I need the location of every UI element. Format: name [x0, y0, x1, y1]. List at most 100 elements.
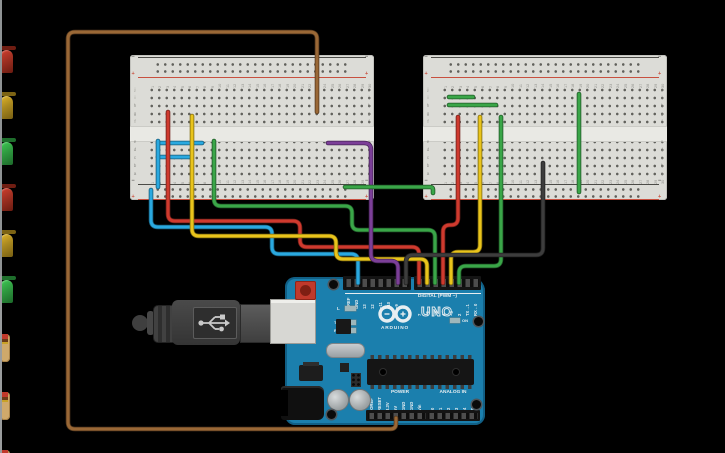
- column-number: 7: [488, 85, 493, 88]
- led-red-right[interactable]: [0, 138, 16, 211]
- led-leg: [0, 253, 2, 276]
- usb-cable-plug[interactable]: [130, 298, 280, 348]
- pin-label: GND: [409, 401, 414, 411]
- resistor-band: [0, 336, 8, 340]
- column-number: 5: [473, 85, 478, 88]
- column-number: 22: [601, 179, 605, 184]
- column-number: 1: [150, 85, 155, 88]
- breadboard-holes: [148, 86, 374, 127]
- column-number: 5: [180, 181, 185, 184]
- resistor-red-led[interactable]: [0, 276, 10, 362]
- led-leg: [0, 115, 2, 138]
- column-number: 10: [218, 179, 222, 184]
- pin-label: TX→1: [465, 304, 470, 316]
- column-number: 10: [218, 83, 222, 88]
- column-number: 27: [345, 83, 350, 88]
- column-number: 12: [233, 83, 237, 88]
- digital-caption: DIGITAL (PWM ~): [417, 294, 457, 299]
- row-letter: e: [367, 139, 371, 144]
- column-number: 19: [578, 179, 583, 184]
- led-yellow-right[interactable]: [0, 184, 16, 257]
- row-letter: d: [426, 147, 430, 152]
- usb-trident-icon: [198, 314, 230, 332]
- uno-model-text: UNO: [421, 304, 453, 320]
- column-number: 5: [473, 181, 478, 184]
- column-number: 20: [293, 179, 297, 184]
- column-number: 28: [646, 179, 650, 184]
- digital-header-right[interactable]: [414, 276, 481, 290]
- column-number: 13: [240, 179, 245, 184]
- column-number: 14: [541, 179, 545, 184]
- column-number: 4: [466, 85, 470, 88]
- row-letter: b: [133, 163, 137, 168]
- barrel-jack: [281, 386, 324, 420]
- rail-sign: +: [365, 194, 369, 200]
- led-body: [0, 187, 13, 211]
- column-number: 4: [466, 181, 470, 184]
- breadboard-holes: [441, 138, 667, 179]
- column-number: 22: [601, 83, 605, 88]
- column-number: 17: [270, 179, 275, 184]
- resistor-yellow-led[interactable]: [0, 334, 10, 420]
- row-letter: j: [134, 87, 136, 92]
- column-number: 1: [443, 85, 448, 88]
- resistor-band: [0, 397, 8, 400]
- column-number: 18: [278, 179, 282, 184]
- led-body: [0, 49, 13, 73]
- row-letter: i: [427, 95, 429, 100]
- row-letter: h: [133, 103, 137, 108]
- row-letter: g: [426, 111, 430, 116]
- digital-header-left[interactable]: [343, 276, 411, 290]
- column-number: 19: [285, 83, 290, 88]
- column-number: 21: [300, 83, 305, 88]
- small-ic: [340, 363, 349, 372]
- led-flange: [0, 184, 16, 188]
- column-number: 18: [571, 179, 575, 184]
- column-number: 12: [526, 179, 530, 184]
- pin-label: 13: [362, 304, 367, 309]
- led-red-left[interactable]: [0, 0, 16, 73]
- column-number: 6: [188, 85, 192, 88]
- resistor-green-led[interactable]: [0, 392, 10, 453]
- pin-label: 12: [370, 304, 375, 309]
- rail-line: [138, 57, 366, 59]
- row-letter: b: [367, 163, 371, 168]
- column-number: 25: [623, 83, 628, 88]
- analog-header[interactable]: [426, 410, 480, 421]
- column-number: 17: [563, 83, 568, 88]
- column-number: 11: [518, 179, 523, 184]
- led-body: [0, 279, 13, 303]
- led-green-right[interactable]: [0, 230, 16, 303]
- rail-sign: −: [658, 178, 662, 184]
- column-number: 11: [518, 83, 523, 88]
- column-number: 26: [631, 179, 635, 184]
- rail-sign: +: [658, 194, 662, 200]
- row-letter: f: [661, 119, 663, 124]
- led-leg: [0, 46, 2, 69]
- resistor-button-pulldown[interactable]: [0, 450, 10, 453]
- column-number: 7: [195, 85, 200, 88]
- column-number: 21: [300, 179, 305, 184]
- power-header[interactable]: [366, 410, 428, 421]
- column-number: 20: [586, 179, 590, 184]
- column-number: 2: [451, 85, 455, 88]
- column-number: 15: [255, 179, 260, 184]
- chip-dimple: [380, 369, 386, 375]
- column-number: 6: [188, 181, 192, 184]
- rail-sign: −: [658, 54, 662, 60]
- row-letter: h: [426, 103, 430, 108]
- resistor-band: [0, 341, 8, 345]
- centre-channel: [130, 126, 374, 142]
- reset-button[interactable]: [295, 281, 316, 300]
- led-leg: [0, 207, 2, 230]
- led-green-left[interactable]: [0, 92, 16, 165]
- led-yellow-left[interactable]: [0, 46, 16, 119]
- column-number: 19: [285, 179, 290, 184]
- column-number: 19: [578, 83, 583, 88]
- resistor-band: [0, 399, 8, 403]
- column-number: 3: [165, 181, 170, 184]
